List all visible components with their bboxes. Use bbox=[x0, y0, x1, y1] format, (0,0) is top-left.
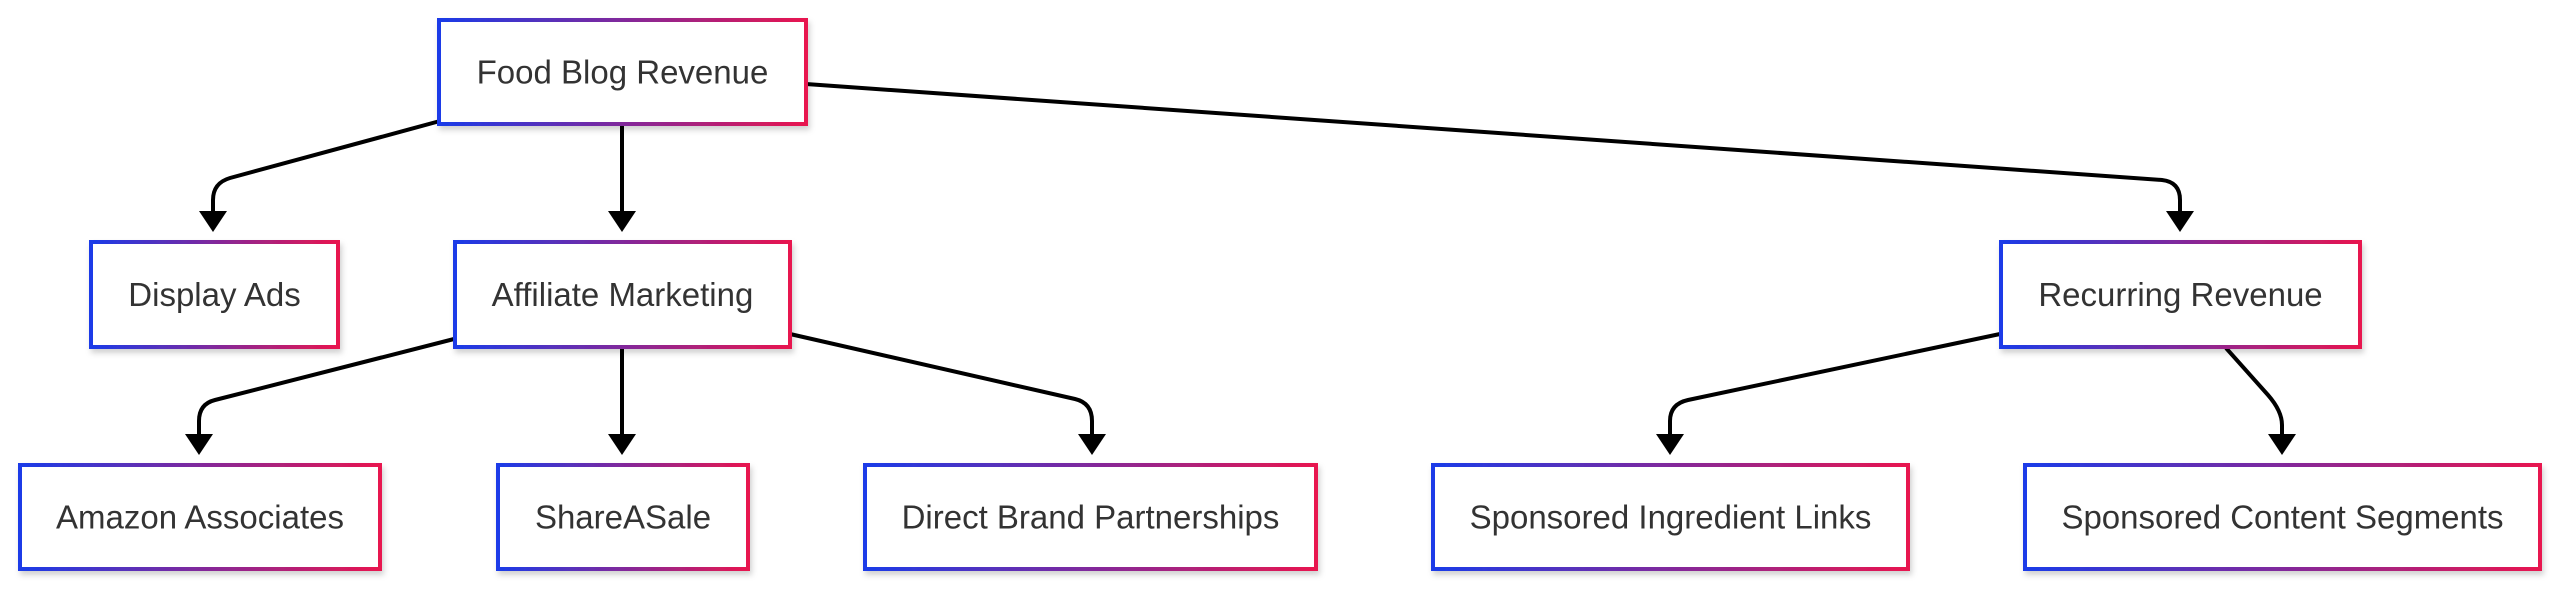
node-sponsored-ingredient-links[interactable]: Sponsored Ingredient Links bbox=[1431, 463, 1910, 571]
arrowhead-affiliate bbox=[608, 211, 636, 232]
edge-root-to-display-ads bbox=[211, 119, 441, 212]
node-food-blog-revenue[interactable]: Food Blog Revenue bbox=[437, 18, 808, 126]
arrowhead-display-ads bbox=[199, 211, 227, 232]
edge-root-to-recurring bbox=[805, 82, 2182, 212]
arrowhead-sponsored-content bbox=[2268, 434, 2296, 455]
node-sponsored-content-segments[interactable]: Sponsored Content Segments bbox=[2023, 463, 2542, 571]
node-label-direct-brand-partnerships: Direct Brand Partnerships bbox=[902, 499, 1280, 536]
node-label-affiliate-marketing: Affiliate Marketing bbox=[492, 276, 754, 313]
node-label-shareasale: ShareASale bbox=[535, 499, 711, 536]
nodes: Food Blog Revenue Display Ads Affiliate … bbox=[18, 18, 2542, 571]
node-label-recurring-revenue: Recurring Revenue bbox=[2038, 276, 2322, 313]
arrowhead-direct-brand bbox=[1078, 434, 1106, 455]
node-recurring-revenue[interactable]: Recurring Revenue bbox=[1999, 240, 2362, 349]
node-direct-brand-partnerships[interactable]: Direct Brand Partnerships bbox=[863, 463, 1318, 571]
node-affiliate-marketing[interactable]: Affiliate Marketing bbox=[453, 240, 792, 349]
node-label-food-blog-revenue: Food Blog Revenue bbox=[477, 54, 769, 91]
arrowhead-recurring bbox=[2166, 211, 2194, 232]
node-label-sponsored-content-segments: Sponsored Content Segments bbox=[2061, 499, 2503, 536]
edge-affiliate-to-direct-brand bbox=[789, 332, 1094, 435]
node-label-display-ads: Display Ads bbox=[128, 276, 300, 313]
node-label-sponsored-ingredient-links: Sponsored Ingredient Links bbox=[1470, 499, 1872, 536]
arrowhead-shareasale bbox=[608, 434, 636, 455]
edges bbox=[185, 82, 2296, 455]
arrowhead-sponsored-ingredient bbox=[1656, 434, 1684, 455]
node-display-ads[interactable]: Display Ads bbox=[89, 240, 340, 349]
node-shareasale[interactable]: ShareASale bbox=[496, 463, 750, 571]
edge-recurring-to-sponsored-content bbox=[2224, 346, 2284, 435]
arrowhead-amazon bbox=[185, 434, 213, 455]
edge-affiliate-to-amazon bbox=[197, 337, 455, 435]
node-label-amazon-associates: Amazon Associates bbox=[56, 499, 344, 536]
node-amazon-associates[interactable]: Amazon Associates bbox=[18, 463, 382, 571]
edge-recurring-to-sponsored-ingredient bbox=[1668, 332, 2001, 435]
